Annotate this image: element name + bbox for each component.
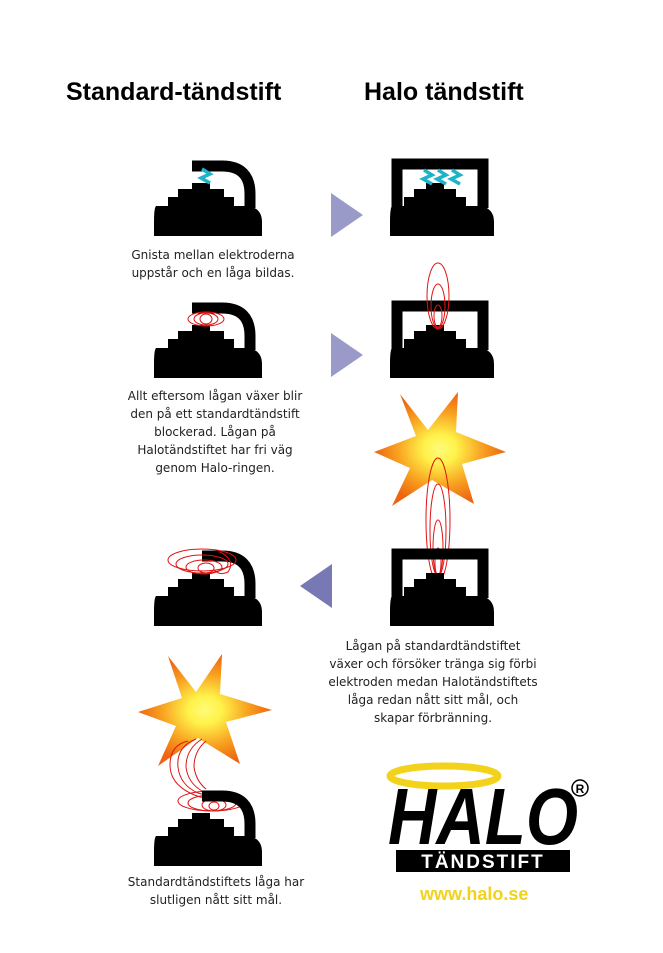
logo-brand: HALO bbox=[388, 772, 578, 861]
halo-plug-combustion bbox=[390, 457, 494, 626]
arrow-right-icon bbox=[331, 193, 363, 237]
halo-logo: HALO R TÄNDSTIFT bbox=[386, 762, 589, 873]
flame-icon bbox=[167, 548, 237, 575]
standard-plug-combustion bbox=[154, 738, 262, 866]
halo-ring-icon bbox=[386, 762, 502, 790]
logo-subtitle: TÄNDSTIFT bbox=[421, 852, 545, 873]
website-link[interactable]: www.halo.se bbox=[420, 884, 529, 904]
caption-step2: Allt eftersom lågan växer blir den på et… bbox=[127, 389, 303, 475]
registered-mark: R bbox=[576, 782, 585, 796]
standard-plug-flame bbox=[154, 302, 262, 378]
caption-step3: Lågan på standardtändstiftet växer och f… bbox=[328, 639, 538, 725]
arrow-right-icon bbox=[331, 333, 363, 377]
halo-plug-flame bbox=[390, 262, 494, 378]
flame-icon bbox=[426, 262, 450, 330]
caption-step4: Standardtändstiftets låga har slutligen … bbox=[127, 875, 305, 907]
explosion-burst-icon bbox=[374, 392, 506, 506]
caption-step1: Gnista mellan elektroderna uppstår och e… bbox=[131, 248, 295, 280]
explosion-burst-icon bbox=[138, 654, 272, 766]
halo-heading: Halo tändstift bbox=[364, 78, 524, 106]
standard-plug-flame-blocked bbox=[154, 548, 262, 626]
spark-icon bbox=[197, 167, 214, 185]
standard-plug-spark bbox=[154, 160, 262, 236]
standard-heading: Standard-tändstift bbox=[66, 78, 282, 106]
flame-icon bbox=[425, 457, 451, 583]
arrow-left-icon bbox=[300, 564, 332, 608]
flame-icon bbox=[187, 311, 225, 327]
halo-plug-spark bbox=[390, 158, 494, 236]
spark-icon bbox=[419, 168, 464, 186]
